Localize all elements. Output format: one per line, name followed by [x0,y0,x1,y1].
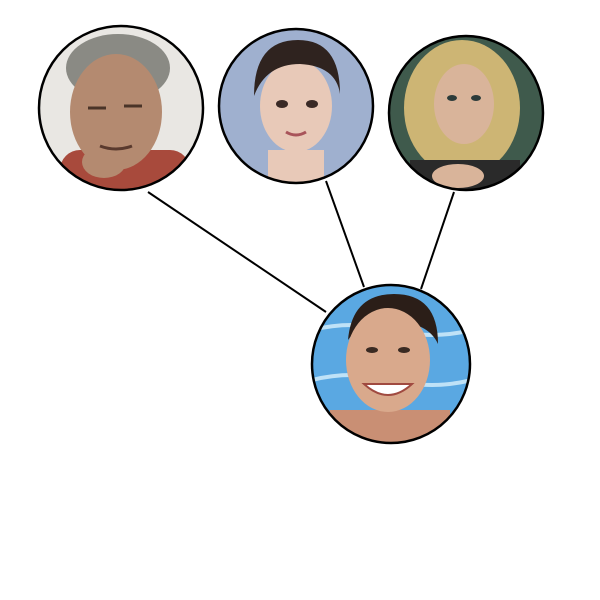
edge-blonde-woman-to-smiling-woman [420,191,455,290]
edge-elderly-man-to-smiling-woman [147,191,327,313]
connector-lines [147,180,455,313]
portrait-blonde-woman [387,34,545,192]
portrait-elderly-man [37,24,205,192]
edge-short-dark-hair-woman-to-smiling-woman [325,180,365,288]
portrait-short-dark-hair-woman [217,27,375,185]
portrait-smiling-woman [310,283,472,445]
